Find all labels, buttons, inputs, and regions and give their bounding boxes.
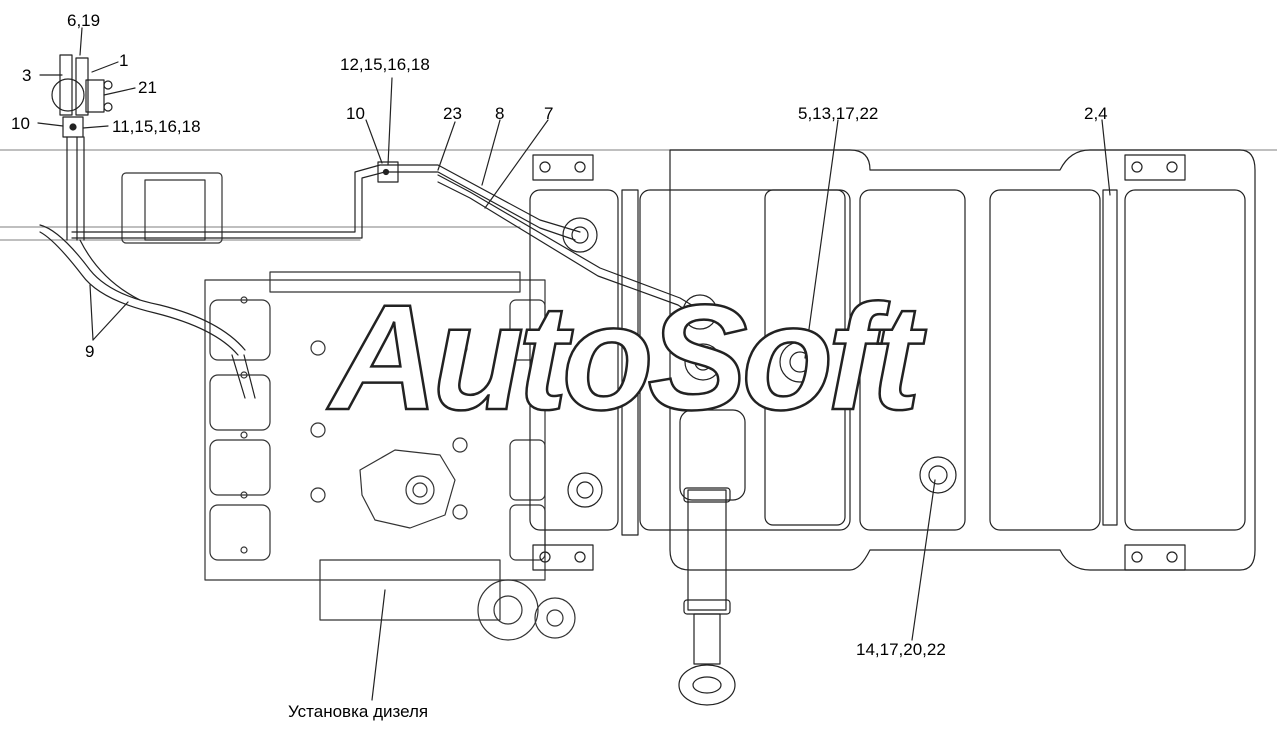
fuel-lines — [39, 161, 701, 399]
label-2-4: 2,4 — [1084, 104, 1108, 123]
cylinder-heads — [209, 299, 546, 561]
label-7: 7 — [544, 104, 554, 123]
flywheel-housing — [359, 449, 456, 529]
label-5-13-17-22: 5,13,17,22 — [798, 104, 879, 123]
engine-block — [121, 172, 576, 641]
leader-lines — [37, 27, 1111, 701]
filler-neck — [678, 487, 736, 706]
label-21: 21 — [138, 78, 157, 97]
tank-fittings — [562, 217, 957, 508]
label-9: 9 — [85, 342, 95, 361]
tank-brackets — [532, 154, 1186, 571]
bolts — [240, 296, 468, 554]
label-6-19: 6,19 — [67, 11, 101, 30]
fuel-tanks — [529, 149, 1256, 571]
label-3: 3 — [22, 66, 32, 85]
watermark-text: AutoSoft — [329, 273, 923, 441]
filter-assembly — [51, 54, 113, 241]
label-23: 23 — [443, 104, 462, 123]
label-10-left: 10 — [11, 114, 30, 133]
caption-engine-installation: Установка дизеля — [288, 702, 429, 721]
label-1: 1 — [119, 51, 129, 70]
oil-filter — [477, 579, 576, 641]
label-11-15-16-18: 11,15,16,18 — [112, 117, 201, 136]
label-14-17-20-22: 14,17,20,22 — [856, 640, 946, 659]
label-10-mid: 10 — [346, 104, 365, 123]
label-12-15-16-18: 12,15,16,18 — [340, 55, 430, 74]
label-8: 8 — [495, 104, 505, 123]
